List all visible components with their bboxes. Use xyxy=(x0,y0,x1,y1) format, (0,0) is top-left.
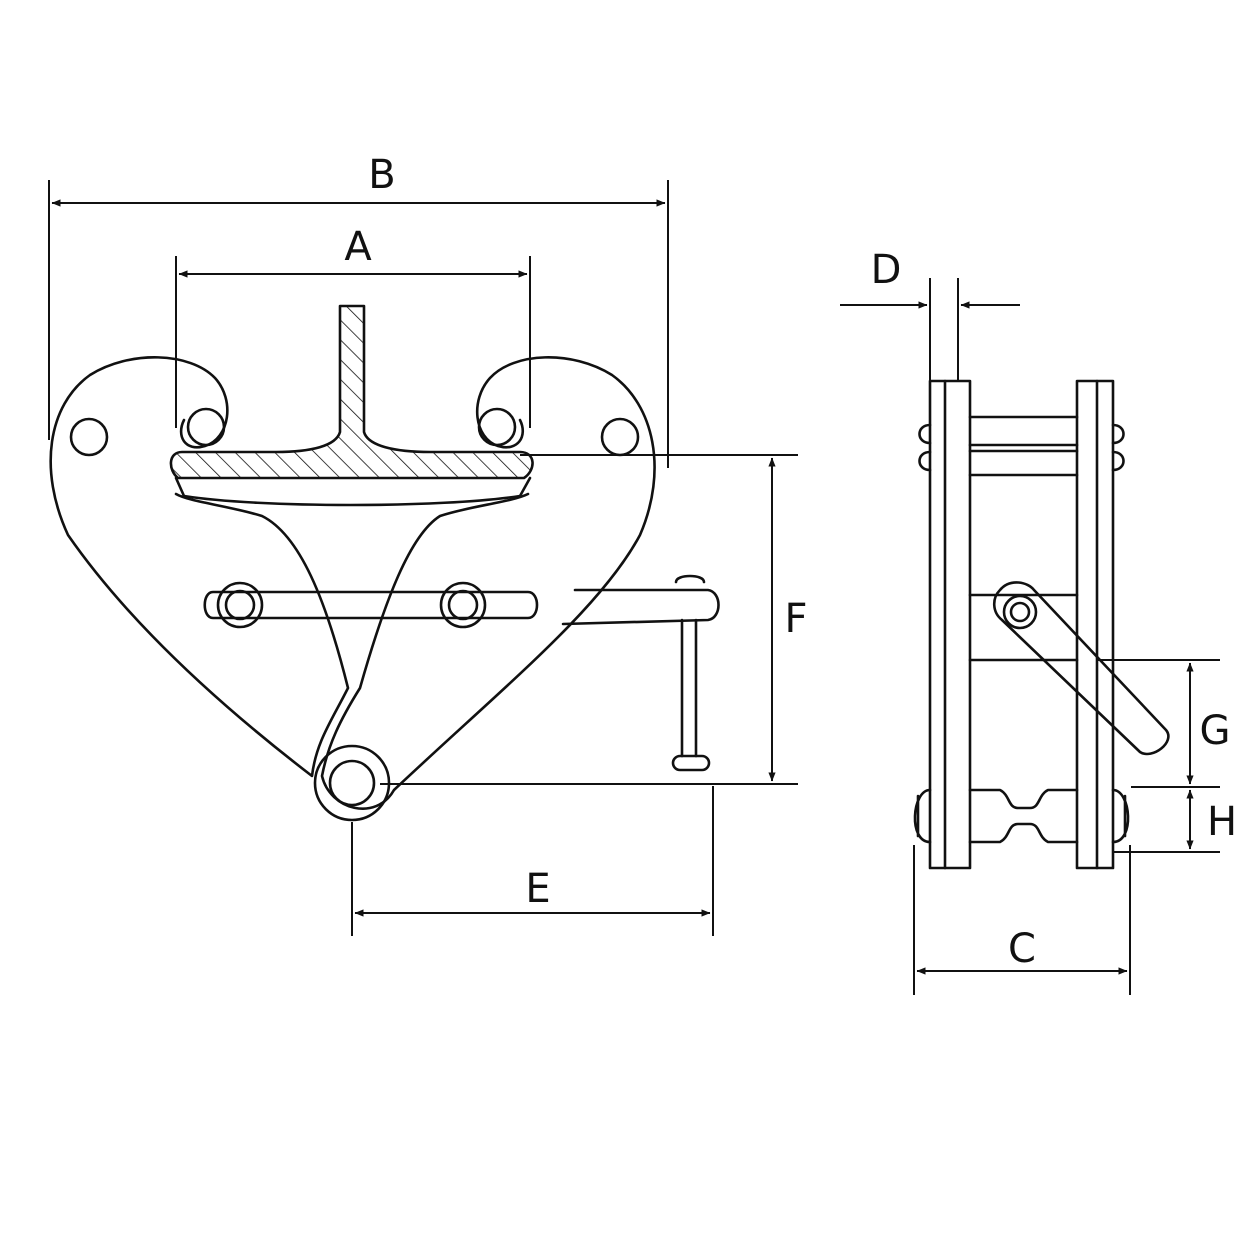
spindle-extension xyxy=(561,588,720,626)
dim-e-label: E xyxy=(525,866,550,912)
handle-lever xyxy=(992,581,1170,756)
pin-heads-right xyxy=(1111,423,1125,472)
lifting-eye-outer xyxy=(313,744,391,822)
lifting-eye-inner xyxy=(328,759,376,807)
left-outer-pin xyxy=(69,417,109,457)
left-inner-pin xyxy=(186,407,226,447)
side-view: D G H C xyxy=(840,247,1237,995)
dim-a-label: A xyxy=(344,224,372,270)
dim-c-label: C xyxy=(1008,926,1036,972)
right-inner-pin xyxy=(477,407,517,447)
bottom-pin-head-left xyxy=(913,788,932,844)
spindle-nut-right-inner xyxy=(447,589,479,621)
dim-f-label: F xyxy=(784,596,807,642)
dim-h-label: H xyxy=(1207,799,1237,845)
beam-section xyxy=(169,304,534,480)
handle-pivot-inner xyxy=(1009,601,1031,623)
spindle-block xyxy=(968,593,1079,662)
spindle-nut-left-inner xyxy=(224,589,256,621)
dim-g-label: G xyxy=(1200,708,1231,754)
front-view: B A F E xyxy=(48,152,808,936)
top-pin-lower xyxy=(968,449,1079,477)
tommy-bar xyxy=(674,574,706,758)
handle-pivot-outer xyxy=(1002,594,1038,630)
spindle-nut-left-outer xyxy=(216,581,264,629)
bottom-pin xyxy=(968,788,1079,844)
bottom-pin-head-right xyxy=(1111,788,1130,844)
jaw-seat xyxy=(174,476,532,507)
dim-d-label: D xyxy=(871,247,902,293)
pin-heads-left xyxy=(918,423,932,472)
left-jaw xyxy=(49,356,350,778)
top-pin-upper xyxy=(968,415,1079,447)
spindle-bar xyxy=(203,590,539,620)
left-plate-outer xyxy=(928,379,972,870)
right-plate-outer xyxy=(1075,379,1115,870)
right-jaw xyxy=(320,356,656,810)
dim-b-label: B xyxy=(368,152,395,198)
right-outer-pin xyxy=(600,417,640,457)
spindle-nut-right-outer xyxy=(439,581,487,629)
tommy-bar-end xyxy=(671,754,711,772)
